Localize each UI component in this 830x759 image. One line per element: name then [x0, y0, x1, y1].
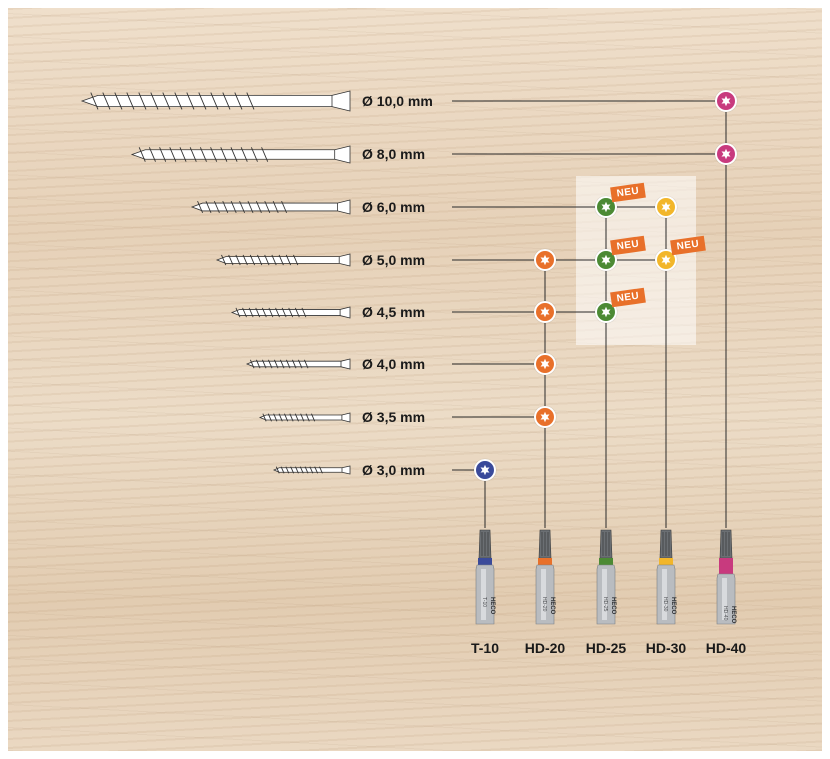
screw-diameter-label: Ø 10,0 mm: [362, 93, 433, 109]
bit-brand-text: HECO: [730, 606, 736, 624]
screw-7: [258, 411, 351, 423]
torx-star-icon: [601, 254, 611, 266]
torx-star-icon: [540, 358, 550, 370]
bit-label: HD-25: [585, 640, 627, 656]
match-marker: [715, 90, 737, 112]
torx-star-icon: [721, 148, 731, 160]
bit-brand-text: HECO: [610, 597, 616, 615]
bit-code-text: T-10: [481, 597, 487, 607]
screw-diameter-label: Ø 4,5 mm: [362, 304, 426, 320]
torx-star-icon: [601, 306, 611, 318]
screw-3: [190, 199, 351, 215]
match-marker: [534, 406, 556, 428]
torx-star-icon: [540, 254, 550, 266]
screw-6: [245, 358, 351, 370]
bit-label: T-10: [470, 640, 499, 656]
match-marker: [474, 459, 496, 481]
bit-label: HD-20: [524, 640, 566, 656]
torx-star-icon: [661, 254, 671, 266]
match-marker: [534, 353, 556, 375]
match-marker: [534, 249, 556, 271]
torx-star-icon: [601, 201, 611, 213]
screw-diameter-label: Ø 8,0 mm: [362, 146, 426, 162]
bit-brand-text: HECO: [670, 597, 676, 615]
torx-star-icon: [540, 411, 550, 423]
wood-background: [8, 8, 822, 751]
torx-star-icon: [661, 201, 671, 213]
torx-star-icon: [540, 306, 550, 318]
screw-diameter-label: Ø 5,0 mm: [362, 252, 426, 268]
bit-label: HD-30: [645, 640, 687, 656]
match-marker: [655, 196, 677, 218]
match-marker: [715, 143, 737, 165]
bit-code-text: HD-20: [541, 597, 547, 612]
screw-diameter-label: Ø 6,0 mm: [362, 199, 426, 215]
bit-code-text: HD-30: [662, 597, 668, 612]
torx-star-icon: [721, 95, 731, 107]
screw-diameter-label: Ø 3,0 mm: [362, 462, 426, 478]
match-marker: [534, 301, 556, 323]
bit-code-text: HD-25: [602, 597, 608, 612]
screw-1: [80, 90, 351, 112]
bit-label: HD-40: [705, 640, 747, 656]
screw-4: [215, 253, 351, 267]
bit-brand-text: HECO: [489, 597, 495, 615]
screw-5: [230, 305, 351, 319]
screw-diameter-label: Ø 4,0 mm: [362, 356, 426, 372]
torx-star-icon: [480, 464, 490, 476]
screw-8: [272, 465, 351, 475]
screw-2: [130, 144, 351, 164]
bit-code-text: HD-40: [722, 606, 728, 621]
screw-diameter-label: Ø 3,5 mm: [362, 409, 426, 425]
bit-brand-text: HECO: [549, 597, 555, 615]
